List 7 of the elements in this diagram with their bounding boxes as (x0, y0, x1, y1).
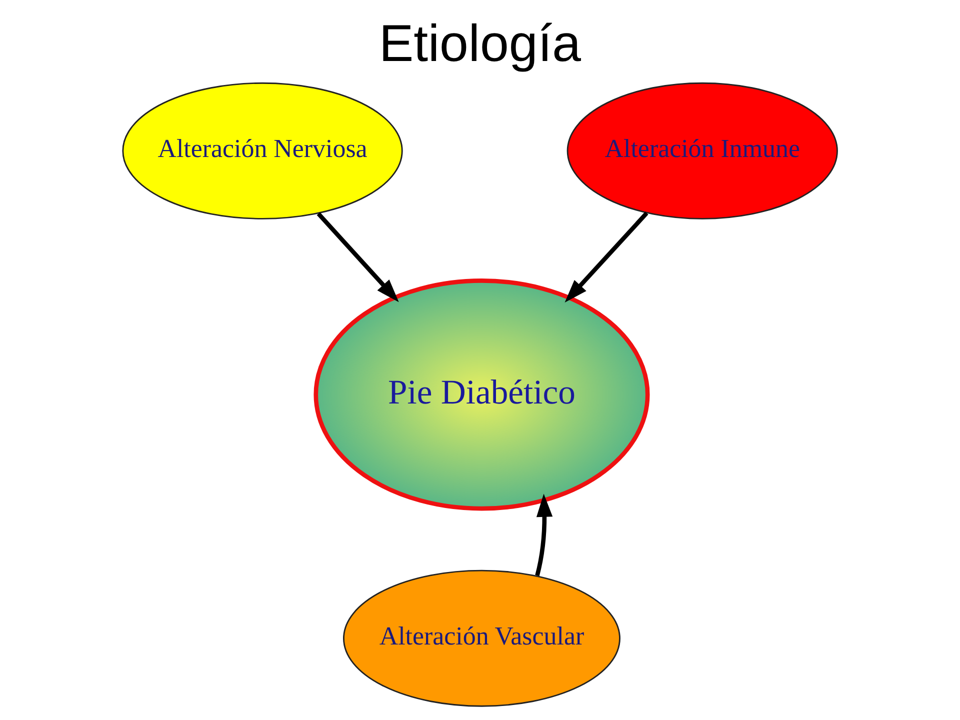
diagram-title: Etiología (379, 15, 581, 74)
arrow (535, 494, 553, 576)
arrow (564, 212, 648, 303)
arrow (316, 212, 399, 302)
node-ellipse: Alteración Vascular (343, 570, 620, 707)
node-ellipse: Alteración Nerviosa (122, 82, 403, 220)
node-ellipse: Alteración Inmune (566, 82, 838, 220)
